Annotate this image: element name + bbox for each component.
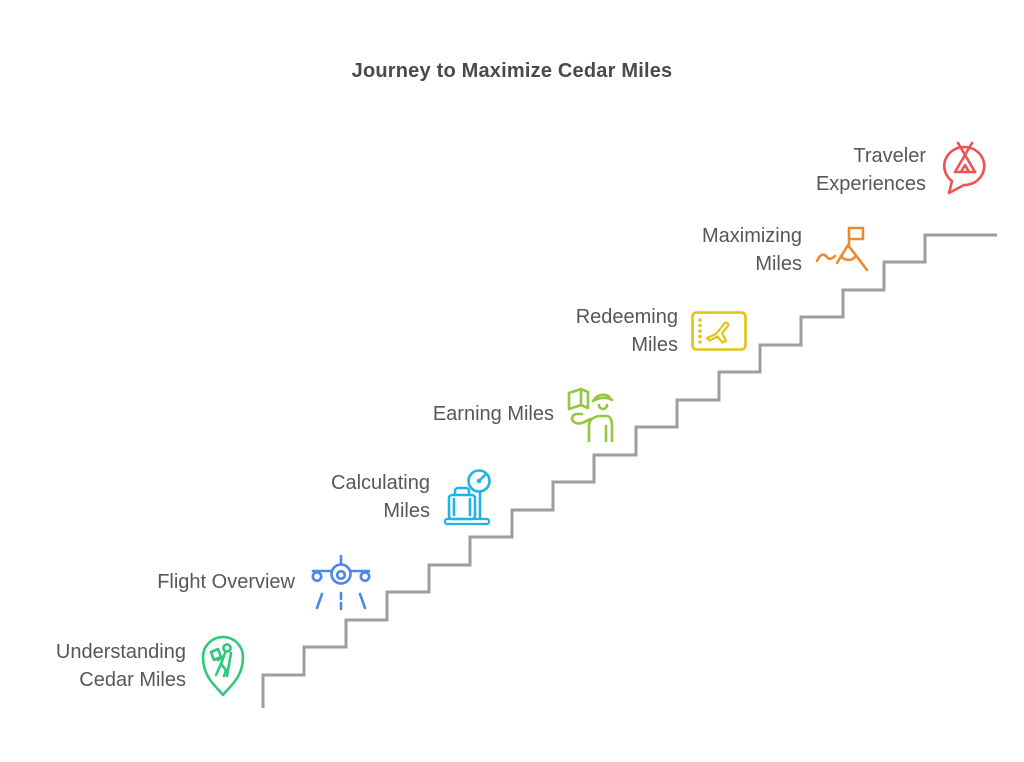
step-label: Maximizing Miles [701, 225, 802, 275]
step-label: Redeeming Miles [575, 306, 678, 356]
luggage-scale-icon [443, 469, 491, 526]
step-understanding-cedar-miles: Understanding Cedar Miles [56, 633, 248, 699]
mountain-summit-flag-icon [815, 226, 869, 272]
flight-ticket-icon [691, 311, 747, 351]
step-calculating-miles: Calculating Miles [331, 466, 492, 528]
step-earning-miles: Earning Miles [433, 386, 614, 442]
step-traveler-experiences: Traveler Experiences [816, 139, 992, 201]
step-label: Earning Miles [432, 403, 554, 425]
page-title: Journey to Maximize Cedar Miles [351, 60, 673, 82]
airplane-landing-icon [311, 554, 371, 611]
passport-officer-icon [567, 387, 614, 442]
step-maximizing-miles: Maximizing Miles [702, 220, 871, 280]
step-label: Flight Overview [157, 571, 295, 593]
staircase-line [261, 233, 997, 708]
step-redeeming-miles: Redeeming Miles [576, 303, 748, 359]
tent-chat-bubble-icon [942, 141, 986, 195]
step-flight-overview: Flight Overview [157, 552, 375, 612]
step-label: Traveler Experiences [815, 145, 926, 195]
step-label: Calculating Miles [331, 472, 430, 522]
hiker-location-pin-icon [201, 635, 245, 697]
step-label: Understanding Cedar Miles [55, 641, 186, 691]
